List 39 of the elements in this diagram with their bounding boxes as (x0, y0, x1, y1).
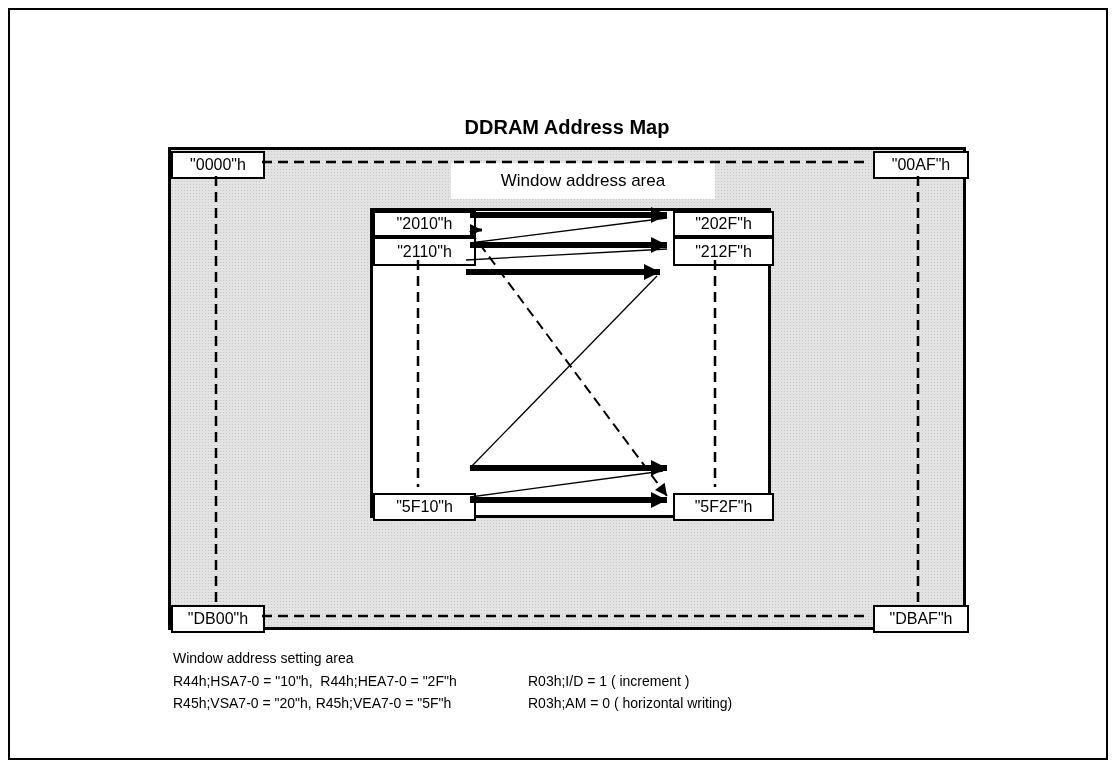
register-setting-text: R44h;HSA7-0 = "10"h, R44h;HEA7-0 = "2F"h (173, 673, 457, 689)
area-label-band (451, 163, 715, 199)
address-box (873, 151, 969, 179)
address-text: "DB00"h (187, 610, 249, 628)
connector-line (214, 176, 218, 602)
arrow (470, 207, 667, 223)
address-box (171, 151, 265, 179)
arrow (470, 237, 667, 253)
diagram-title: DDRAM Address Map (464, 116, 670, 138)
address-text: "0000"h (190, 156, 246, 174)
connector-line (916, 176, 920, 602)
connector-line (465, 248, 668, 261)
address-box (673, 211, 774, 237)
connector-line (713, 260, 717, 487)
address-text: "202F"h (695, 215, 752, 233)
register-setting-text: R03h;AM = 0 ( horizontal writing) (528, 695, 733, 711)
connector-line (416, 260, 420, 487)
address-box (673, 493, 774, 521)
address-text: "212F"h (695, 242, 752, 261)
window-area-box (370, 208, 771, 518)
register-setting-text: R45h;VSA7-0 = "20"h, R45h;VEA7-0 = "5F"h (173, 695, 452, 711)
address-text: "2010"h (396, 215, 453, 233)
address-text: "2110"h (397, 242, 452, 261)
arrow (470, 492, 667, 508)
address-box (373, 237, 476, 266)
address-text: "5F10"h (396, 498, 453, 516)
address-box (373, 493, 476, 521)
address-box (171, 605, 265, 633)
register-setting-text: R03h;I/D = 1 ( increment ) (528, 673, 690, 689)
area-title: Window address area (500, 171, 666, 191)
address-box (673, 237, 774, 266)
address-text: "DBAF"h (889, 610, 953, 628)
address-box (373, 211, 476, 237)
address-text: "5F2F"h (694, 498, 753, 516)
connector-line (469, 470, 664, 498)
memory-area-box (168, 147, 966, 630)
address-box (873, 605, 969, 633)
address-text: "00AF"h (891, 156, 951, 174)
note-heading: Window address setting area (173, 650, 354, 666)
